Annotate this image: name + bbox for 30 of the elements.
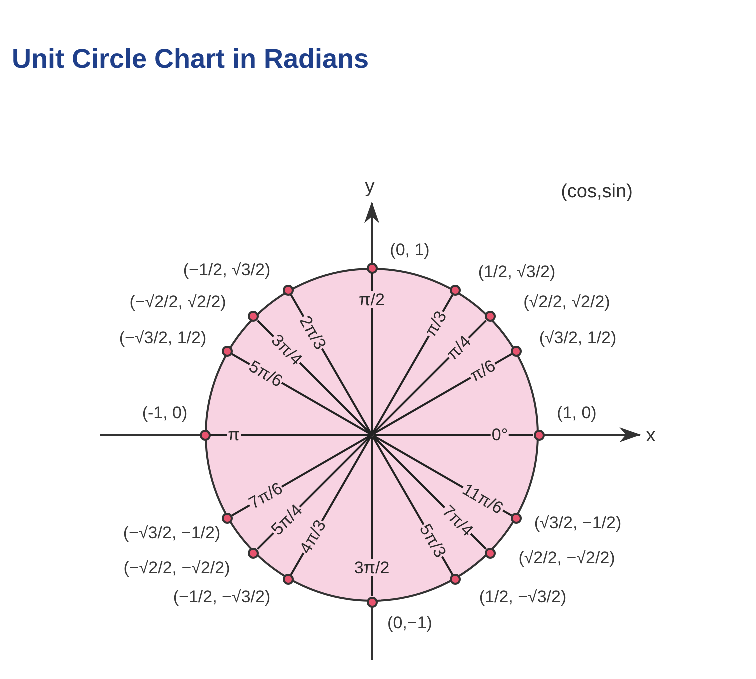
- note: (cos,sin): [561, 182, 633, 202]
- coordinate-label: (√2/2, √2/2): [524, 294, 610, 310]
- radius-line: [371, 437, 373, 596]
- point-marker: [200, 430, 210, 440]
- coordinate-label: (√3/2, 1/2): [539, 330, 617, 346]
- axis-label: x: [646, 426, 656, 446]
- coordinate-label: (1/2, √3/2): [478, 264, 556, 280]
- angle-label: π/2: [358, 292, 386, 308]
- radius-line: [371, 274, 373, 433]
- coordinate-label: (−1/2, −√3/2): [173, 588, 271, 606]
- coordinate-label: (−√3/2, −1/2): [123, 524, 221, 542]
- coordinate-label: (√2/2, −√2/2): [518, 550, 616, 566]
- coordinate-label: (1/2, −√3/2): [479, 588, 567, 606]
- center-point: [370, 433, 374, 437]
- angle-label: 0°: [490, 426, 510, 444]
- coordinate-label: (−√3/2, 1/2): [119, 330, 207, 346]
- coordinate-label: (0, 1): [390, 242, 430, 258]
- coordinate-label: (0,−1): [388, 614, 432, 632]
- radius-line: [374, 434, 534, 436]
- coordinate-label: (−√2/2, −√2/2): [124, 560, 230, 576]
- coordinate-label: (-1, 0): [142, 404, 188, 422]
- point-marker: [366, 262, 378, 274]
- coordinate-label: (−√2/2, √2/2): [130, 294, 226, 310]
- angle-label: 3π/2: [353, 560, 391, 576]
- coordinate-label: (−1/2, √3/2): [183, 262, 271, 278]
- coordinate-label: (1, 0): [557, 404, 597, 422]
- coordinate-label: (√3/2, −1/2): [534, 514, 622, 532]
- radius-line: [210, 434, 370, 436]
- title: Unit Circle Chart in Radians: [12, 44, 370, 75]
- axis-label: y: [365, 178, 375, 196]
